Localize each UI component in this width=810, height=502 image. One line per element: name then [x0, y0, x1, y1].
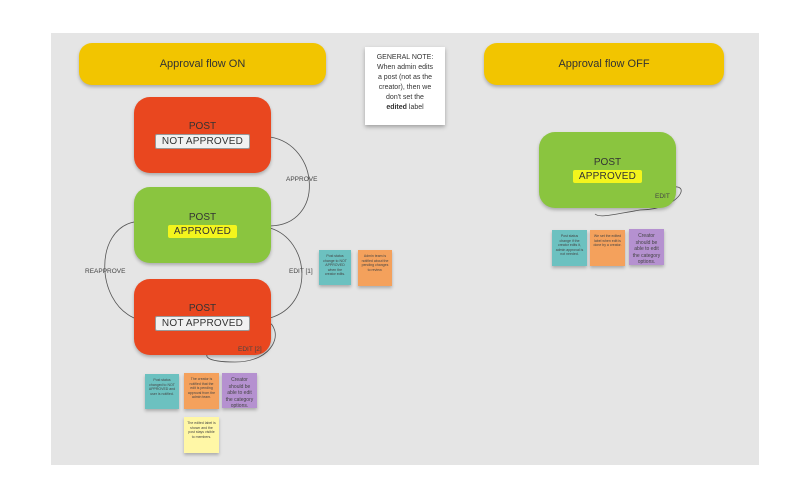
sticky-note: The creator is notified that the edit is… [184, 373, 219, 409]
sticky-note: We set the edited label when edit is don… [590, 230, 625, 266]
edge-label-approve: APPROVE [286, 176, 318, 183]
state-post-approved: POST APPROVED [134, 187, 271, 263]
sticky-note: Admin team is notified about the pending… [358, 250, 392, 286]
banner-label: Approval flow OFF [558, 58, 650, 70]
status-badge: APPROVED [167, 225, 238, 238]
edge-label-reapprove: REAPPROVE [85, 268, 126, 275]
sticky-note: Post status change if the creator edits … [552, 230, 587, 266]
banner-label: Approval flow ON [159, 58, 246, 70]
state-title: POST [188, 121, 217, 132]
state-post-not-approved-bottom: POST NOT APPROVED [134, 279, 271, 355]
note-line: a post (not as the [377, 74, 433, 81]
status-badge: NOT APPROVED [154, 134, 251, 149]
note-tail: label [406, 104, 424, 111]
status-badge: NOT APPROVED [154, 316, 251, 331]
edge-label-edit-2: EDIT [2] [238, 346, 262, 353]
general-note: GENERAL NOTE: When admin edits a post (n… [365, 47, 445, 125]
state-post-approved-off: POST APPROVED [539, 132, 676, 208]
status-badge: APPROVED [572, 170, 643, 183]
state-post-not-approved-top: POST NOT APPROVED [134, 97, 271, 173]
state-title: POST [188, 212, 217, 223]
note-line: edited label [369, 103, 441, 113]
note-line: don't set the [386, 94, 424, 101]
edge-label-edit: EDIT [655, 193, 670, 200]
approval-flow-on-banner: Approval flow ON [79, 43, 326, 85]
note-line: When admin edits [376, 64, 434, 71]
note-line: creator), then we [378, 84, 432, 91]
sticky-note: The edited label is shown and the post s… [184, 417, 219, 453]
sticky-note: Post status changed to NOT APPROVED and … [145, 374, 179, 409]
sticky-note: Creator should be able to edit the categ… [629, 229, 664, 265]
sticky-note: Creator should be able to edit the categ… [222, 373, 257, 408]
approval-flow-off-banner: Approval flow OFF [484, 43, 724, 85]
state-title: POST [188, 303, 217, 314]
note-line: GENERAL NOTE: [376, 54, 434, 61]
state-title: POST [593, 157, 622, 168]
edge-label-edit-1: EDIT [1] [289, 268, 313, 275]
note-bold: edited [386, 104, 407, 111]
sticky-note: Post status change to NOT APPROVED when … [319, 250, 351, 285]
